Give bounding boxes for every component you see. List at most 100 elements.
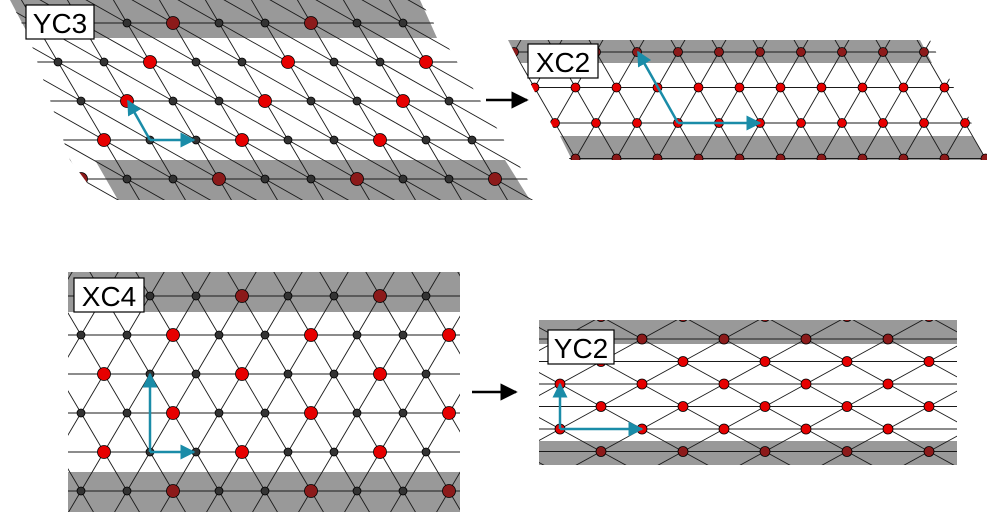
bond — [35, 374, 58, 413]
bond — [964, 87, 986, 124]
bond — [518, 257, 541, 296]
bond — [195, 373, 220, 414]
site-dark — [122, 174, 132, 184]
bond — [723, 320, 760, 340]
bond — [437, 429, 478, 452]
bond — [0, 491, 12, 512]
site-red — [677, 446, 689, 457]
site-red — [29, 329, 42, 342]
bond — [587, 179, 610, 218]
bond — [780, 51, 802, 88]
bond — [126, 412, 151, 453]
site-red — [373, 289, 387, 303]
bond — [739, 51, 761, 88]
bond — [12, 452, 35, 491]
site-dark — [238, 214, 246, 222]
bond — [560, 294, 601, 317]
bond — [656, 218, 679, 257]
bond — [518, 296, 541, 335]
bond — [847, 294, 888, 317]
site-red — [841, 356, 853, 367]
bond — [903, 451, 930, 465]
bond — [218, 100, 243, 141]
bond — [944, 122, 966, 159]
bond — [448, 178, 519, 200]
bond — [677, 87, 699, 124]
site-dark — [468, 292, 476, 300]
site-dark — [698, 214, 706, 222]
site-red — [857, 82, 868, 93]
site-red — [719, 469, 729, 479]
bond — [160, 490, 174, 512]
bond — [718, 87, 740, 124]
site-red — [166, 484, 180, 498]
panel-label-text: XC2 — [536, 47, 590, 78]
site-dark — [215, 253, 223, 261]
site-dark — [30, 174, 40, 184]
bond — [610, 374, 633, 413]
bond — [944, 158, 966, 160]
bond — [495, 296, 518, 335]
site-red — [74, 172, 88, 186]
site-red — [919, 47, 929, 57]
bond — [518, 335, 541, 374]
bond — [172, 22, 197, 63]
bond — [287, 295, 312, 336]
bond — [923, 87, 945, 124]
bond — [10, 61, 36, 102]
bond — [595, 158, 617, 160]
bond — [616, 51, 638, 88]
bond — [287, 451, 312, 492]
bond — [887, 406, 930, 430]
bond — [333, 0, 358, 24]
site-red — [509, 47, 519, 57]
bond — [241, 0, 312, 24]
bond — [425, 334, 450, 375]
site-red — [442, 16, 456, 30]
site-red — [636, 378, 648, 390]
bond — [103, 139, 128, 180]
bond — [34, 178, 59, 200]
bond — [0, 179, 12, 218]
site-dark — [352, 330, 362, 340]
bond — [633, 179, 702, 218]
bond — [723, 338, 766, 362]
site-red — [842, 320, 852, 322]
bond — [887, 428, 930, 452]
bond — [964, 51, 986, 88]
bond — [560, 249, 601, 272]
site-red — [800, 378, 812, 390]
bond — [679, 179, 702, 218]
bond — [636, 122, 658, 159]
site-red — [469, 48, 478, 57]
bond — [472, 296, 495, 335]
bond — [539, 416, 561, 430]
site-red — [235, 445, 249, 459]
site-red — [759, 401, 771, 412]
bond — [371, 52, 392, 88]
bond — [821, 40, 843, 53]
site-red — [29, 407, 42, 420]
bond — [641, 320, 678, 340]
bond — [356, 334, 381, 375]
site-red — [842, 267, 852, 277]
site-red — [529, 82, 540, 93]
site-red — [304, 406, 318, 420]
site-red — [796, 47, 806, 57]
bond — [103, 0, 128, 24]
bond — [10, 22, 13, 63]
bond — [657, 158, 679, 160]
bond — [564, 179, 587, 218]
bond — [310, 22, 381, 63]
bond — [601, 249, 642, 272]
bond — [929, 249, 970, 272]
site-red — [374, 212, 387, 225]
bond — [273, 272, 289, 297]
bond — [656, 257, 679, 296]
bond — [641, 406, 684, 430]
bond — [928, 390, 957, 407]
site-red — [718, 378, 730, 390]
bond — [575, 451, 602, 465]
bond — [657, 451, 684, 465]
